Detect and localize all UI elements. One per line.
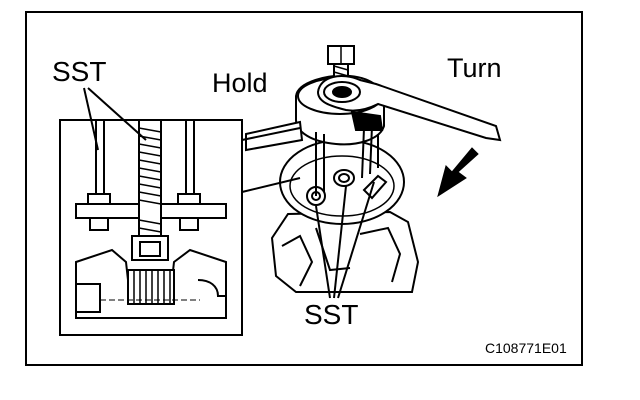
sst-top-leaders xyxy=(83,87,147,151)
inset-bearing-left xyxy=(76,283,101,313)
inset-rod-thread xyxy=(138,127,162,233)
wrench xyxy=(316,75,502,142)
inset-nut-right-top xyxy=(177,193,201,205)
callout-line-top xyxy=(241,127,301,141)
wrench-socket-inner xyxy=(332,86,352,98)
sst-bottom-leader-2 xyxy=(333,185,347,299)
inset-adapter-inner xyxy=(139,241,161,257)
housing-detail-1 xyxy=(281,234,314,287)
puller-plate-cut xyxy=(350,110,384,131)
inset-detail xyxy=(59,119,301,336)
inset-nut-right-bottom xyxy=(179,217,199,231)
inset-nut-left-top xyxy=(87,193,111,205)
inset-bearing-right xyxy=(197,279,226,297)
hub-assembly xyxy=(245,45,502,293)
hold-handle xyxy=(245,120,304,152)
puller-leg-2 xyxy=(361,127,365,179)
arrow-down-left-icon xyxy=(437,147,479,198)
sst-bottom-leaders xyxy=(315,181,375,299)
figure-code: C108771E01 xyxy=(485,340,567,356)
housing-detail-2 xyxy=(359,226,402,283)
sst-top-leader-2 xyxy=(87,87,147,141)
sst-bottom-leader-1 xyxy=(315,205,331,299)
hub-bolt-center-inner xyxy=(338,173,350,183)
callout-line-bottom xyxy=(241,177,301,193)
puller-leg-2b xyxy=(369,125,373,175)
inset-spline xyxy=(133,270,171,304)
sst-label-bottom: SST xyxy=(304,299,359,330)
inset-nut-left-bottom xyxy=(89,217,109,231)
inset-splined-shaft xyxy=(127,269,175,305)
sst-top-leader-1 xyxy=(83,87,99,151)
turn-label: Turn xyxy=(447,53,502,83)
hold-label: Hold xyxy=(212,68,268,98)
sst-label-top: SST xyxy=(52,56,107,87)
sst-bottom-leader-3 xyxy=(337,181,375,299)
